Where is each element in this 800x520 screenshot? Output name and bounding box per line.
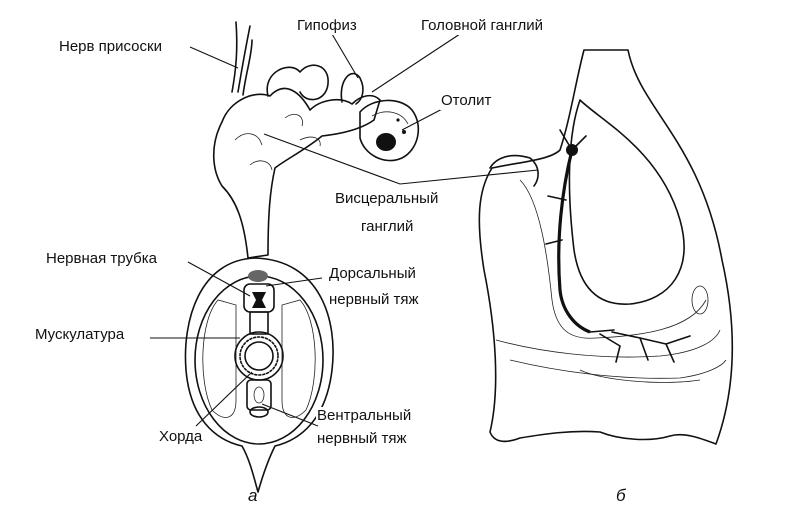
larva-brain: [212, 21, 420, 259]
label-ventral-cord-line2: нервный тяж: [316, 430, 408, 448]
label-visceral-ganglion-line2: ганглий: [360, 218, 415, 236]
adult-ascidian: [478, 49, 734, 445]
label-sucker-nerve: Нерв присоски: [58, 38, 163, 56]
label-pituitary: Гипофиз: [296, 17, 358, 35]
label-head-ganglion: Головной ганглий: [420, 17, 544, 35]
label-dorsal-cord-line1: Дорсальный: [328, 265, 417, 283]
label-chord: Хорда: [158, 428, 204, 446]
label-musculature: Мускулатура: [34, 326, 126, 344]
label-dorsal-cord-line2: нервный тяж: [328, 291, 420, 309]
panel-label-a: а: [248, 486, 258, 505]
tail-cross-section: [184, 257, 334, 493]
label-visceral-ganglion-line1: Висцеральный: [334, 190, 440, 208]
label-neural-tube: Нервная трубка: [45, 250, 158, 268]
leader-lines: [150, 33, 539, 427]
label-ventral-cord-line1: Вентральный: [316, 407, 413, 425]
label-otolith: Отолит: [440, 92, 493, 110]
panel-label-b: б: [616, 486, 626, 505]
